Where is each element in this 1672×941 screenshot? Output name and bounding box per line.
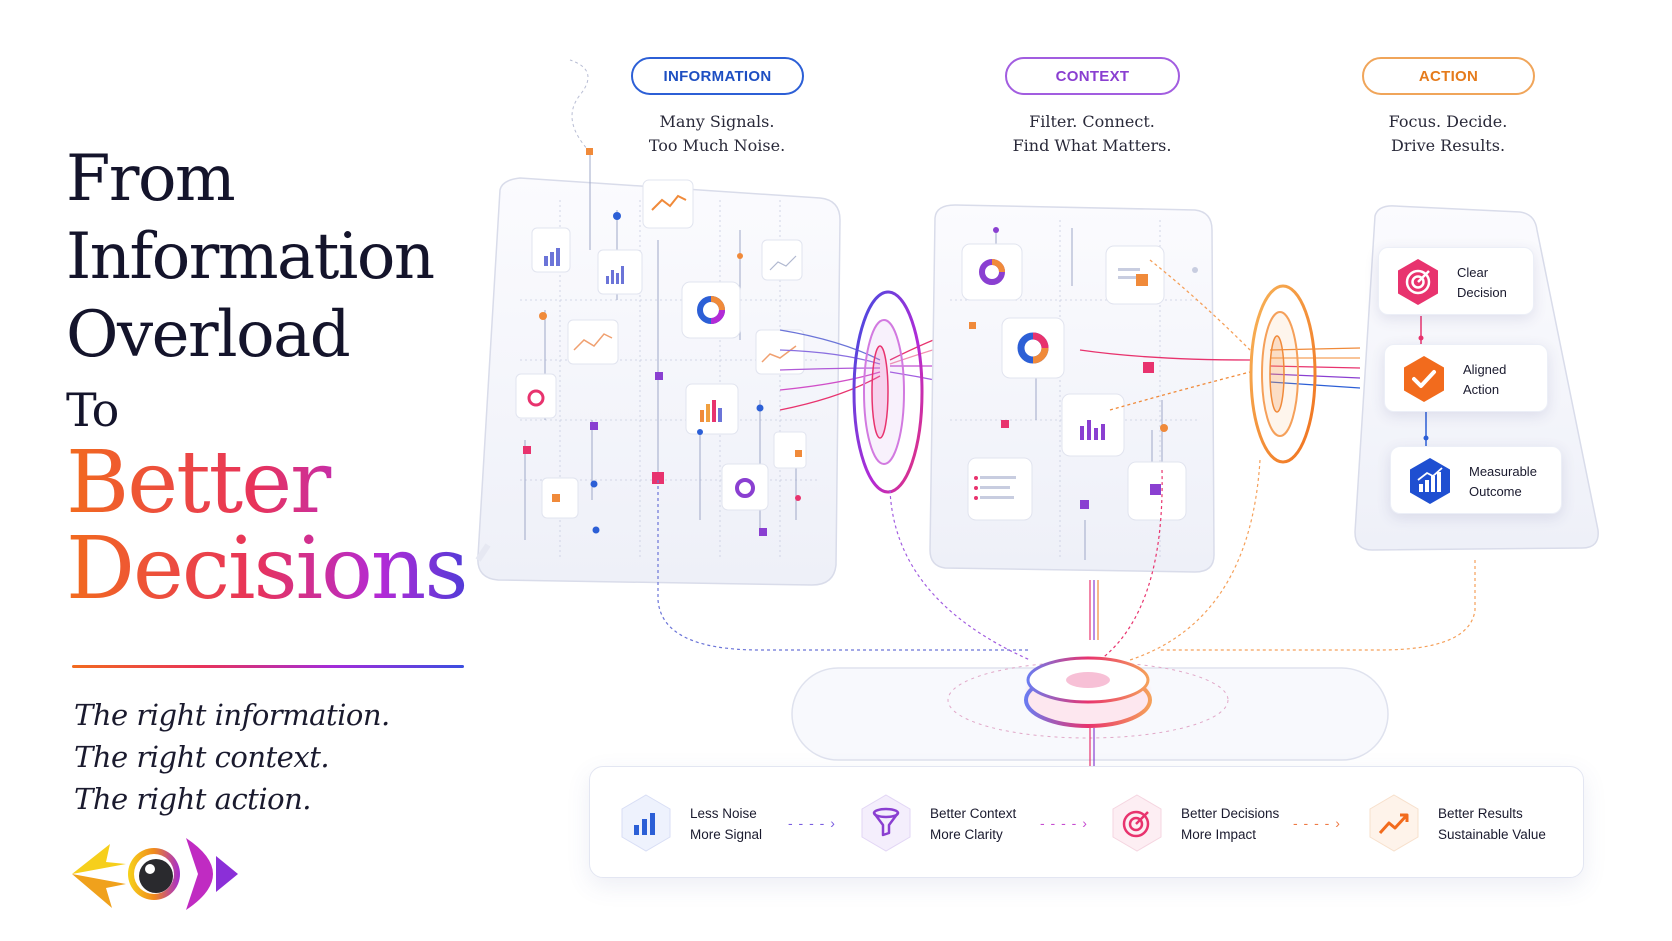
label-line: Clear bbox=[1457, 265, 1489, 280]
hero-line-to: To bbox=[66, 383, 119, 437]
filter-lens-left bbox=[852, 290, 924, 494]
hero-line-information: Information bbox=[66, 220, 435, 294]
hero-line-overload: Overload bbox=[66, 298, 351, 372]
subtitle-line: Find What Matters. bbox=[1012, 136, 1172, 155]
hero-line-decisions: Decisions bbox=[66, 526, 486, 612]
label-line: Measurable bbox=[1469, 464, 1537, 479]
hero-title: From Information Overload To Better Deci… bbox=[66, 140, 486, 612]
subtitle-line: Many Signals. bbox=[659, 112, 775, 131]
outcome-strip: Less Noise More Signal - - - - › Better … bbox=[589, 766, 1584, 878]
label-line: Action bbox=[1463, 382, 1500, 397]
tagline-line: The right context. bbox=[74, 740, 330, 774]
label-line: Less Noise bbox=[690, 806, 757, 821]
subtitle-line: Drive Results. bbox=[1390, 136, 1506, 155]
subtitle-line: Too Much Noise. bbox=[648, 136, 786, 155]
arrow-right-icon: - - - - › bbox=[1293, 815, 1341, 831]
subtitle-line: Focus. Decide. bbox=[1388, 112, 1508, 131]
arrow-right-icon: - - - - › bbox=[788, 815, 836, 831]
stage-subtitle-action: Focus. Decide. Drive Results. bbox=[1318, 110, 1578, 158]
hero-line-better: Better bbox=[66, 440, 486, 526]
bar-chart-icon bbox=[621, 794, 671, 852]
label-line: More Impact bbox=[1181, 827, 1257, 842]
stage-pill-action: ACTION bbox=[1362, 57, 1535, 95]
tagline: The right information. The right context… bbox=[74, 694, 390, 820]
label-line: Better Decisions bbox=[1181, 806, 1280, 821]
hero-divider bbox=[72, 665, 464, 668]
context-panel bbox=[929, 204, 1215, 573]
focus-lens-right bbox=[1249, 284, 1317, 464]
step-label: Less Noise More Signal bbox=[690, 803, 762, 845]
stage-subtitle-context: Filter. Connect. Find What Matters. bbox=[962, 110, 1222, 158]
tagline-line: The right action. bbox=[74, 782, 311, 816]
eye-logo-icon bbox=[72, 838, 238, 910]
arrow-right-icon: - - - - › bbox=[1040, 815, 1088, 831]
information-panel bbox=[475, 59, 841, 586]
subtitle-line: Filter. Connect. bbox=[1029, 112, 1155, 131]
label-line: Aligned bbox=[1463, 362, 1507, 377]
bar-chart-icon bbox=[1410, 458, 1450, 504]
label-line: More Clarity bbox=[930, 827, 1003, 842]
stage-pill-context: CONTEXT bbox=[1005, 57, 1180, 95]
target-icon bbox=[1398, 259, 1438, 305]
action-card-clear-decision: Clear Decision bbox=[1378, 247, 1534, 315]
stage-pill-information: INFORMATION bbox=[631, 57, 804, 95]
step-label: Better Decisions More Impact bbox=[1181, 803, 1279, 845]
action-card-measurable-outcome: Measurable Outcome bbox=[1390, 446, 1562, 514]
action-card-label: Aligned Action bbox=[1463, 360, 1506, 400]
hub-connectors bbox=[657, 459, 1476, 661]
label-line: Better Context bbox=[930, 806, 1017, 821]
label-line: Decision bbox=[1457, 285, 1507, 300]
funnel-icon bbox=[861, 794, 911, 852]
step-label: Better Results Sustainable Value bbox=[1438, 803, 1546, 845]
target-icon bbox=[1112, 794, 1162, 852]
label-line: More Signal bbox=[690, 827, 763, 842]
label-line: Better Results bbox=[1438, 806, 1523, 821]
action-card-label: Measurable Outcome bbox=[1469, 462, 1537, 502]
integration-hub bbox=[791, 656, 1389, 766]
trend-up-icon bbox=[1369, 794, 1419, 852]
action-card-aligned-action: Aligned Action bbox=[1384, 344, 1548, 412]
hero-line-from: From bbox=[66, 142, 236, 216]
label-line: Outcome bbox=[1469, 484, 1522, 499]
stage-subtitle-information: Many Signals. Too Much Noise. bbox=[587, 110, 847, 158]
step-label: Better Context More Clarity bbox=[930, 803, 1016, 845]
action-card-label: Clear Decision bbox=[1457, 263, 1507, 303]
tagline-line: The right information. bbox=[74, 698, 390, 732]
label-line: Sustainable Value bbox=[1438, 827, 1546, 842]
check-icon bbox=[1404, 356, 1444, 402]
